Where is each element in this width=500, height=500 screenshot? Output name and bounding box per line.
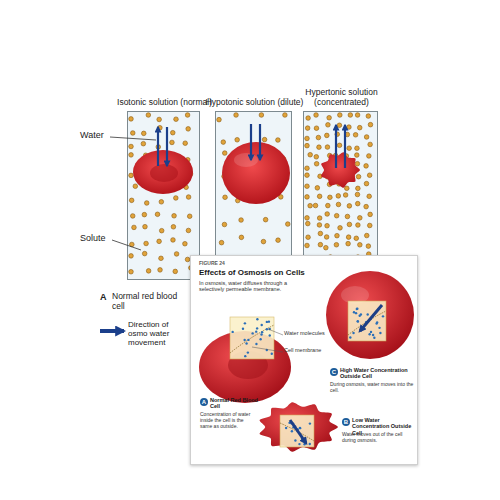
panel-heading: Hypertonic solution (concentrated)	[289, 88, 394, 108]
part-label: Water molecules	[284, 330, 334, 336]
figure-title: Effects of Osmosis on Cells	[199, 268, 324, 277]
callout-letter: A	[100, 292, 111, 302]
panel-heading: Hypotonic solution (dilute)	[201, 98, 308, 108]
part-label: Water	[80, 130, 112, 140]
callout-text: During osmosis, water moves into the cel…	[330, 382, 416, 394]
caption-text: Normal red blood cell	[112, 292, 188, 312]
callout-letter: A	[200, 398, 208, 406]
callout-heading: Normal Red Blood Cell	[210, 397, 258, 410]
legend-text: Direction of osmo water movement	[128, 320, 188, 348]
panel-heading: Isotonic solution (normal)	[113, 98, 216, 108]
callout-letter: B	[342, 418, 350, 426]
callout-heading: High Water Concentration Outside Cell	[340, 367, 416, 380]
callout-text: Water moves out of the cell during osmos…	[342, 432, 416, 444]
callout-text: Concentration of water inside the cell i…	[200, 412, 252, 429]
part-label: Cell membrane	[284, 347, 334, 353]
part-label: Solute	[80, 233, 114, 243]
figure-description: In osmosis, water diffuses through a sel…	[199, 280, 304, 293]
callout-letter: C	[330, 368, 338, 376]
legend-arrow	[100, 329, 124, 333]
figure-number: FIGURE 24	[199, 261, 299, 267]
